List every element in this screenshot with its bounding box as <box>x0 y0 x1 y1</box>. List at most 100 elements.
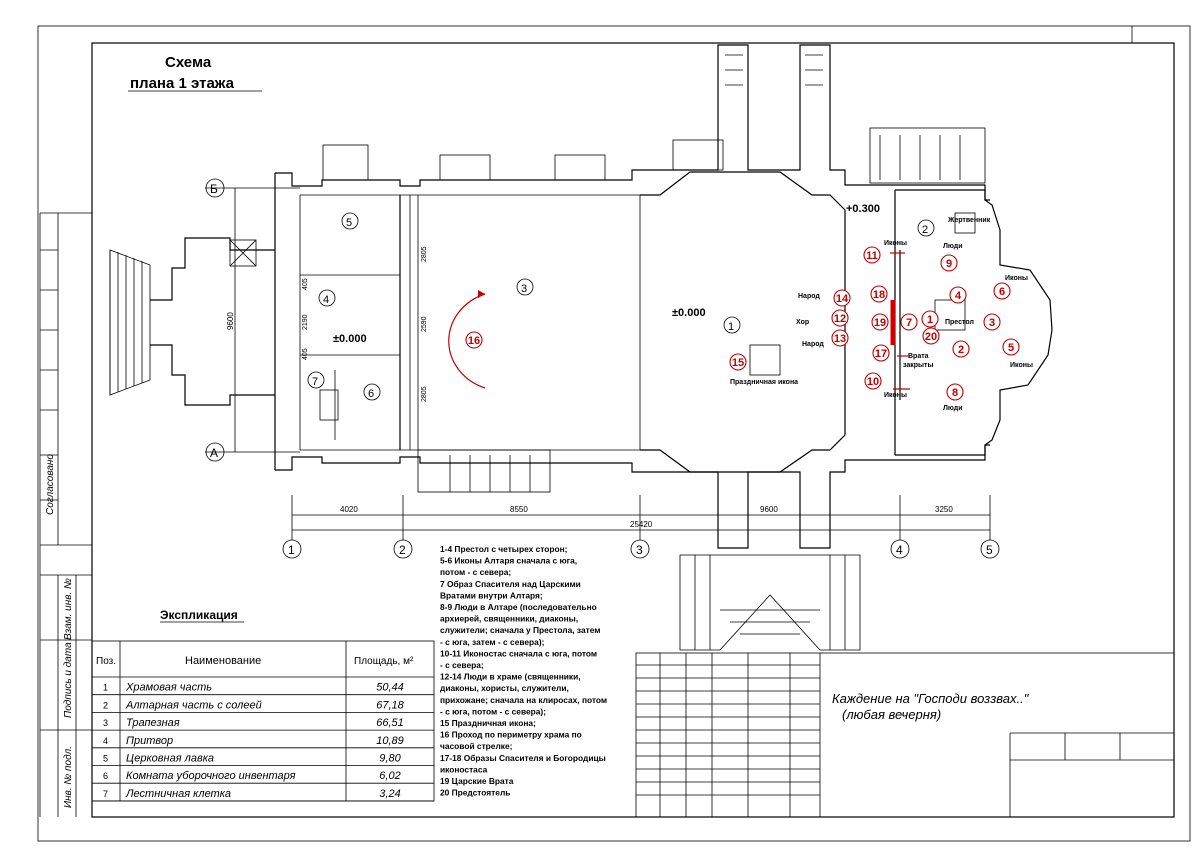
marker-label: 8 <box>952 387 958 399</box>
label-vrata: Врата <box>908 353 929 360</box>
marker-circle <box>949 286 967 304</box>
cell-pos: 1 <box>103 683 108 693</box>
cell-pos: 5 <box>103 754 108 764</box>
marker-7: 7 <box>900 313 918 331</box>
room-4: 4 <box>323 294 329 306</box>
room-2: 2 <box>922 224 928 236</box>
marker-18: 18 <box>870 285 888 303</box>
cell-area: 66,51 <box>376 717 404 729</box>
marker-8: 8 <box>946 383 964 401</box>
dim-vertical-total: 9600 <box>226 312 235 330</box>
marker-circle <box>465 331 483 349</box>
room-3: 3 <box>521 283 527 295</box>
marker-circle <box>870 285 888 303</box>
marker-20: 20 <box>922 327 940 345</box>
legend-line: диаконы, хористы, служители, <box>440 683 569 693</box>
marker-label: 7 <box>906 317 912 329</box>
legend-line: 19 Царские Врата <box>440 776 514 786</box>
marker-label: 12 <box>834 313 846 325</box>
cell-pos: 3 <box>103 718 108 728</box>
marker-16: 16 <box>465 331 483 349</box>
marker-label: 3 <box>989 317 995 329</box>
axes: Б А 9600 1 2 3 4 5 4020 8550 9600 3250 2… <box>205 178 1000 559</box>
title-line2: плана 1 этажа <box>130 75 235 92</box>
marker-label: 15 <box>732 357 744 369</box>
dim-span-4: 3250 <box>935 505 953 514</box>
axis-3: 3 <box>636 543 643 557</box>
dim-span-3: 9600 <box>760 505 778 514</box>
cell-name: Лестничная клетка <box>125 788 231 800</box>
dim-v1: 2805 <box>421 246 428 262</box>
marker-17: 17 <box>872 344 890 362</box>
legend-line: - с севера; <box>440 660 484 670</box>
marker-15: 15 <box>729 353 747 371</box>
axis-a: А <box>210 446 218 460</box>
marker-12: 12 <box>831 309 849 327</box>
marker-label: 14 <box>836 293 849 305</box>
legend-line: 7 Образ Спасителя над Царскими <box>440 579 581 589</box>
marker-label: 10 <box>867 376 879 388</box>
dim-s1: 405 <box>302 278 309 290</box>
marker-circle <box>871 313 889 331</box>
marker-label: 2 <box>958 344 964 356</box>
marker-9: 9 <box>940 254 958 272</box>
label-ikony-right-bottom: Иконы <box>1010 362 1033 369</box>
axis-4: 4 <box>896 543 903 557</box>
plan-walls <box>109 44 1053 651</box>
label-ikony-bottom: Иконы <box>884 392 907 399</box>
marker-4: 4 <box>949 286 967 304</box>
legend-line: 20 Предстоятель <box>440 788 510 798</box>
marker-2: 2 <box>952 340 970 358</box>
marker-circle <box>831 329 849 347</box>
marker-14: 14 <box>833 289 851 307</box>
cell-name: Комната уборочного инвентаря <box>126 770 296 782</box>
axis-2: 2 <box>399 543 406 557</box>
legend-list: 1-4 Престол с четырех сторон;5-6 Иконы А… <box>440 544 607 798</box>
cell-area: 6,02 <box>379 770 400 782</box>
title-block-caption2: (любая вечерня) <box>842 707 941 722</box>
marker-circle <box>831 309 849 327</box>
marker-label: 6 <box>999 286 1005 298</box>
legend-line: иконостаса <box>440 764 488 774</box>
drawing-title: Схема плана 1 этажа <box>128 54 262 92</box>
marker-label: 16 <box>468 335 480 347</box>
cell-area: 67,18 <box>376 699 404 711</box>
marker-circle <box>921 310 939 328</box>
label-zhertvennik: Жертвенник <box>947 217 991 224</box>
sheet-frame <box>37 25 1191 842</box>
cell-name: Трапезная <box>126 717 180 729</box>
table-row: 1 Храмовая часть 50,44 <box>92 682 434 696</box>
table-row: 3 Трапезная 66,51 <box>92 717 434 731</box>
legend-line: архиерей, священники, диаконы, <box>440 614 578 624</box>
cell-area: 50,44 <box>376 682 404 694</box>
marker-label: 17 <box>875 348 887 360</box>
marker-circle <box>729 353 747 371</box>
legend-line: - с юга, потом - с севера); <box>440 706 546 716</box>
cell-pos: 4 <box>103 736 108 746</box>
room-numbers: 1 2 3 4 5 6 7 <box>307 212 935 401</box>
marker-label: 18 <box>873 289 885 301</box>
label-khor: Хор <box>796 319 809 326</box>
marker-10: 10 <box>864 372 882 390</box>
legend-line: прихожане; сначала на клиросах, потом <box>440 695 607 705</box>
room-5: 5 <box>346 217 352 229</box>
cell-name: Алтарная часть с солеей <box>125 699 262 711</box>
level-nave: ±0.000 <box>672 307 706 319</box>
legend-line: 8-9 Люди в Алтаре (последовательно <box>440 602 597 612</box>
marker-label: 5 <box>1008 342 1014 354</box>
marker-circle <box>872 344 890 362</box>
marker-circle <box>940 254 958 272</box>
label-zakryty: закрыты <box>903 362 933 369</box>
marker-circle <box>900 313 918 331</box>
cell-name: Притвор <box>126 735 173 747</box>
legend-line: 5-6 Иконы Алтаря сначала с юга, <box>440 556 577 566</box>
side-stamp: Согласовано Взам. инв. № Подпись и дата … <box>39 212 92 817</box>
legend-line: 15 Праздничная икона; <box>440 718 536 728</box>
cell-name: Храмовая часть <box>125 682 212 694</box>
